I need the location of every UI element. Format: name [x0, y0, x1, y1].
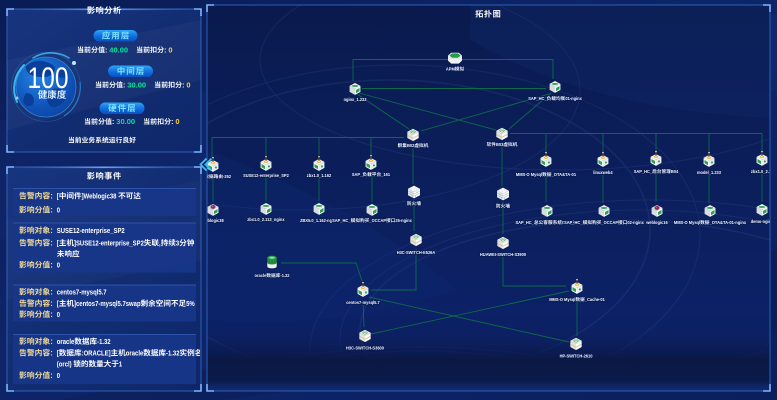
svg-text:oracle: oracle — [57, 337, 75, 346]
svg-text:3: 3 — [176, 239, 179, 248]
svg-text:02-nginx: 02-nginx — [627, 220, 644, 225]
svg-text:SAP_HC_: SAP_HC_ — [528, 96, 547, 101]
svg-text:B03: B03 — [496, 142, 504, 147]
svg-text:oracle: oracle — [126, 349, 144, 358]
svg-text:0: 0 — [57, 371, 60, 380]
svg-text:-252: -252 — [223, 174, 231, 179]
svg-text::: : — [164, 47, 166, 54]
svg-text:-1.32: -1.32 — [280, 273, 289, 278]
svg-text:SAP_: SAP_ — [352, 172, 363, 177]
svg-text:HP-SWITCH-2610: HP-SWITCH-2610 — [560, 354, 593, 359]
svg-text:ZBX5.0_1.162-nginx: ZBX5.0_1.162-nginx — [300, 218, 338, 223]
svg-text:H3C-SWITCH-E526A: H3C-SWITCH-E526A — [397, 250, 436, 255]
svg-text:0: 0 — [57, 206, 60, 215]
svg-text:]centos7-mysql5.7swap: ]centos7-mysql5.7swap — [74, 299, 141, 308]
svg-text:0: 0 — [168, 45, 172, 54]
svg-text:SAP_HC_: SAP_HC_ — [516, 220, 535, 225]
svg-text::: : — [182, 82, 184, 89]
svg-text::: : — [171, 119, 173, 126]
svg-text:nginx_1.233: nginx_1.233 — [344, 97, 367, 102]
svg-text::: : — [50, 337, 53, 346]
svg-text:_OTA&TA-01-nginx: _OTA&TA-01-nginx — [709, 220, 747, 225]
svg-text:[: [ — [57, 299, 59, 308]
svg-text::: : — [50, 349, 53, 358]
svg-text:zbx1.0_1.162: zbx1.0_1.162 — [307, 173, 332, 178]
svg-text:]SUSE12-enterprise_SP2: ]SUSE12-enterprise_SP2 — [74, 239, 144, 248]
svg-text:weblogic38: weblogic38 — [201, 218, 224, 223]
svg-text:]Weblogic38: ]Weblogic38 — [82, 192, 117, 201]
svg-text:40.00: 40.00 — [109, 45, 128, 54]
svg-text:(orcl): (orcl) — [57, 360, 72, 369]
svg-text:-1.32: -1.32 — [166, 349, 180, 358]
svg-text:B04: B04 — [671, 169, 679, 174]
svg-text:SAP_HC_: SAP_HC_ — [634, 169, 653, 174]
svg-text:[: [ — [57, 349, 59, 358]
svg-text:100: 100 — [28, 62, 69, 95]
svg-text:demo-nginx: demo-nginx — [751, 219, 774, 224]
svg-text:MMS-O Mysql: MMS-O Mysql — [516, 172, 542, 177]
svg-text:APM: APM — [446, 67, 455, 72]
svg-text:_OCCAP: _OCCAP — [369, 218, 386, 223]
svg-text:[: [ — [57, 239, 59, 248]
svg-text:zbx1.0_2.11: zbx1.0_2.11 — [751, 169, 774, 174]
svg-text:0: 0 — [57, 261, 60, 270]
svg-text::: : — [50, 239, 53, 248]
svg-text:linuxweb4: linuxweb4 — [593, 170, 613, 175]
svg-text:_Cache-01: _Cache-01 — [584, 297, 605, 302]
svg-text:zbx1.0_2.113_nginx: zbx1.0_2.113_nginx — [247, 217, 285, 222]
svg-text:0: 0 — [175, 117, 179, 126]
svg-text:SAP_HC_: SAP_HC_ — [564, 220, 583, 225]
svg-text:01-nginx: 01-nginx — [565, 96, 582, 101]
svg-text:SUSE12-enterprise_SP2: SUSE12-enterprise_SP2 — [243, 173, 289, 178]
svg-text:SAP_HC_: SAP_HC_ — [332, 218, 351, 223]
svg-text::: : — [50, 371, 53, 380]
svg-text::: : — [123, 82, 125, 89]
svg-text:5%: 5% — [186, 299, 195, 308]
svg-text:0: 0 — [186, 80, 190, 89]
svg-text:0: 0 — [57, 310, 60, 319]
svg-text::: : — [50, 299, 53, 308]
svg-text::: : — [50, 192, 53, 201]
svg-text::: : — [50, 226, 53, 235]
svg-text::: : — [112, 119, 114, 126]
svg-text:SUSE12-enterprise_SP2: SUSE12-enterprise_SP2 — [57, 226, 125, 235]
svg-text:centos7-mysql5.7: centos7-mysql5.7 — [346, 300, 380, 305]
svg-text::: : — [50, 206, 53, 215]
svg-text::: : — [50, 288, 53, 297]
svg-text:B02: B02 — [407, 143, 415, 148]
svg-text:MMS-O Mysql: MMS-O Mysql — [549, 297, 575, 302]
svg-text:-1.32: -1.32 — [97, 337, 111, 346]
svg-text:_OCCAP: _OCCAP — [601, 220, 618, 225]
svg-text:oracle: oracle — [255, 273, 267, 278]
svg-text:H3C-SWITCH-S3600: H3C-SWITCH-S3600 — [346, 346, 384, 351]
svg-text:[: [ — [57, 192, 59, 201]
svg-text::ORACLE]: :ORACLE] — [82, 349, 111, 358]
svg-text:HUAWEI-SWITCH-S3900: HUAWEI-SWITCH-S3900 — [480, 252, 527, 257]
svg-text:MMS-O Mysql: MMS-O Mysql — [674, 220, 700, 225]
svg-text:06-nginx: 06-nginx — [562, 220, 579, 225]
svg-text::: : — [50, 310, 53, 319]
svg-text:model_1.233: model_1.233 — [697, 170, 721, 175]
svg-text:,: , — [159, 239, 161, 248]
svg-text:centos7-mysql5.7: centos7-mysql5.7 — [57, 288, 107, 297]
svg-text:30.00: 30.00 — [116, 117, 135, 126]
svg-text:_161: _161 — [380, 172, 390, 177]
svg-text::: : — [105, 47, 107, 54]
svg-text:1: 1 — [119, 360, 123, 369]
svg-text::: : — [50, 261, 53, 270]
svg-text:_OTA&TA-01: _OTA&TA-01 — [551, 172, 577, 177]
svg-text:weblogic16: weblogic16 — [645, 220, 668, 225]
svg-text:25-nginx: 25-nginx — [395, 218, 412, 223]
svg-text:30.00: 30.00 — [127, 80, 146, 89]
